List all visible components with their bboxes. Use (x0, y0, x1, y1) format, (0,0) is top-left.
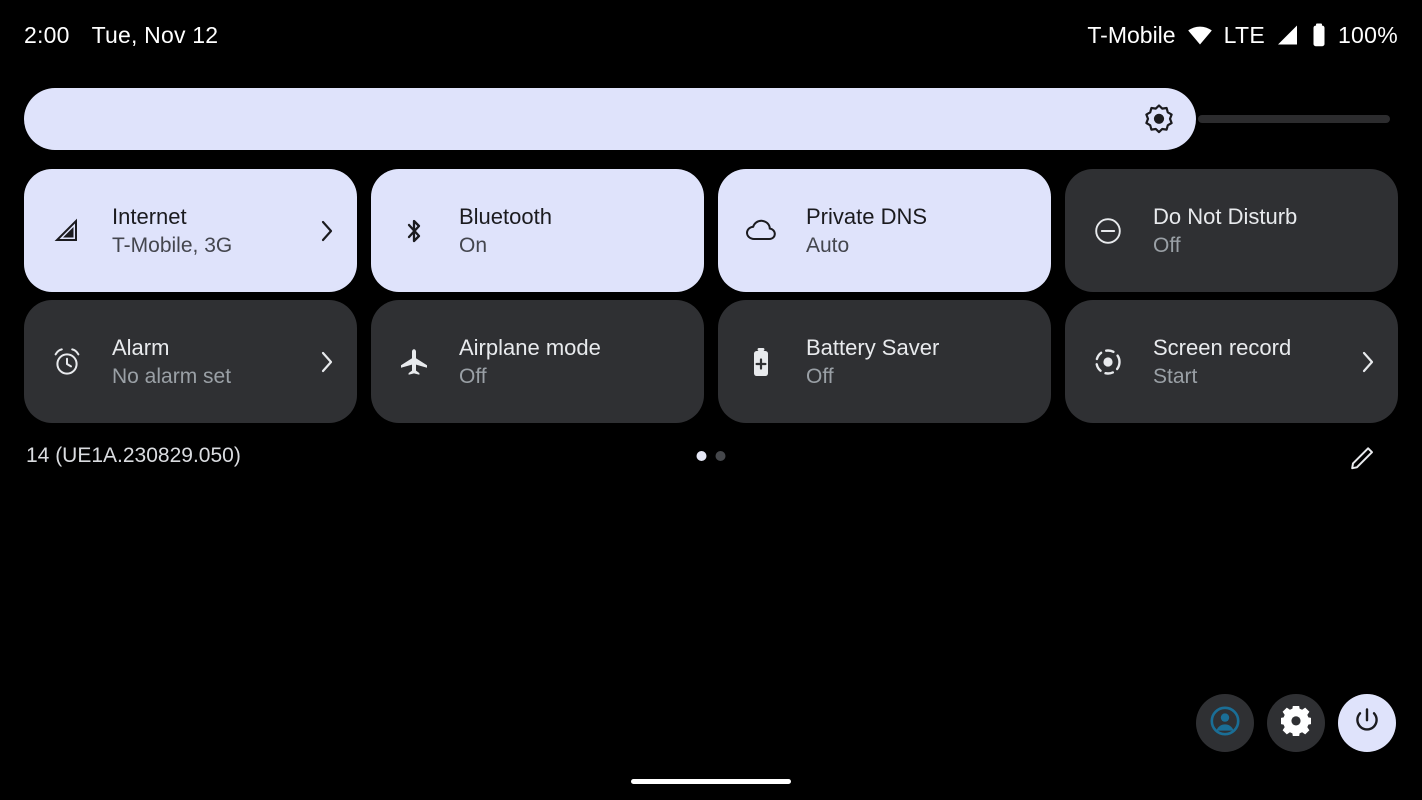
tile-subtitle: Off (1153, 233, 1181, 257)
page-dot-1[interactable] (696, 451, 707, 461)
pencil-icon (1349, 443, 1377, 476)
tile-title: Battery Saver (806, 334, 940, 360)
tile-subtitle: Auto (806, 233, 850, 257)
tile-airplane-mode[interactable]: Airplane mode Off (371, 300, 704, 423)
tile-subtitle: No alarm set (112, 364, 232, 388)
brightness-icon (1144, 104, 1174, 134)
power-icon (1352, 706, 1382, 741)
tile-title: Alarm (112, 334, 170, 360)
wifi-icon (1187, 24, 1213, 46)
gear-icon (1279, 704, 1313, 741)
status-date: Tue, Nov 12 (91, 21, 219, 48)
tile-bluetooth-text: Bluetooth On (459, 204, 686, 258)
gesture-home-bar[interactable] (631, 779, 791, 784)
tile-subtitle: Start (1153, 364, 1198, 388)
tile-battery-saver-text: Battery Saver Off (806, 335, 1033, 389)
signal-bars-icon (50, 218, 84, 244)
alarm-clock-icon (50, 347, 84, 377)
user-switcher-button[interactable] (1196, 694, 1254, 752)
record-circle-icon (1091, 347, 1125, 377)
status-bar: 2:00 Tue, Nov 12 T-Mobile LTE 100% (0, 0, 1422, 70)
brightness-slider[interactable] (24, 88, 1398, 150)
page-indicator[interactable] (696, 451, 726, 461)
tile-internet[interactable]: Internet T-Mobile, 3G (24, 169, 357, 292)
bluetooth-icon (397, 217, 431, 245)
tile-airplane-mode-text: Airplane mode Off (459, 335, 686, 389)
battery-percent-label: 100% (1337, 21, 1398, 48)
tile-battery-saver[interactable]: Battery Saver Off (718, 300, 1051, 423)
minus-circle-icon (1091, 217, 1125, 245)
tile-subtitle: T-Mobile, 3G (112, 233, 233, 257)
status-bar-left: 2:00 Tue, Nov 12 (24, 22, 218, 49)
tile-subtitle: On (459, 233, 488, 257)
battery-icon (1311, 23, 1327, 47)
tile-internet-text: Internet T-Mobile, 3G (112, 204, 319, 258)
chevron-right-icon[interactable] (319, 349, 339, 375)
network-type-label: LTE (1223, 21, 1265, 48)
tile-subtitle: Off (459, 364, 487, 388)
quick-settings-tiles: Internet T-Mobile, 3G Bluetooth On (24, 169, 1398, 423)
chevron-right-icon[interactable] (319, 218, 339, 244)
settings-button[interactable] (1267, 694, 1325, 752)
tile-private-dns[interactable]: Private DNS Auto (718, 169, 1051, 292)
tile-title: Internet (112, 203, 187, 229)
brightness-slider-track[interactable] (1198, 115, 1390, 123)
tile-title: Airplane mode (459, 334, 601, 360)
tile-alarm-text: Alarm No alarm set (112, 335, 319, 389)
tile-title: Bluetooth (459, 203, 552, 229)
status-clock: 2:00 (24, 21, 70, 48)
signal-bars-icon (1276, 24, 1300, 46)
tile-title: Screen record (1153, 334, 1292, 360)
tile-subtitle: Off (806, 364, 834, 388)
tile-title: Private DNS (806, 203, 928, 229)
account-circle-icon (1209, 705, 1241, 742)
tile-screen-record[interactable]: Screen record Start (1065, 300, 1398, 423)
chevron-right-icon[interactable] (1360, 349, 1380, 375)
build-number-label: 14 (UE1A.230829.050) (26, 444, 241, 467)
carrier-label: T-Mobile (1087, 21, 1176, 48)
tile-screen-record-text: Screen record Start (1153, 335, 1360, 389)
tile-title: Do Not Disturb (1153, 203, 1298, 229)
airplane-icon (397, 347, 431, 377)
tile-alarm[interactable]: Alarm No alarm set (24, 300, 357, 423)
tile-do-not-disturb-text: Do Not Disturb Off (1153, 204, 1380, 258)
footer-action-buttons (1196, 694, 1396, 752)
status-bar-right: T-Mobile LTE 100% (1087, 22, 1398, 49)
brightness-slider-fill[interactable] (24, 88, 1196, 150)
edit-tiles-button[interactable] (1346, 442, 1380, 476)
tile-bluetooth[interactable]: Bluetooth On (371, 169, 704, 292)
tile-private-dns-text: Private DNS Auto (806, 204, 1033, 258)
power-button[interactable] (1338, 694, 1396, 752)
tile-do-not-disturb[interactable]: Do Not Disturb Off (1065, 169, 1398, 292)
cloud-icon (744, 219, 778, 243)
quick-settings-footer: 14 (UE1A.230829.050) (0, 438, 1422, 478)
page-dot-2[interactable] (715, 451, 726, 461)
battery-plus-icon (744, 347, 778, 377)
